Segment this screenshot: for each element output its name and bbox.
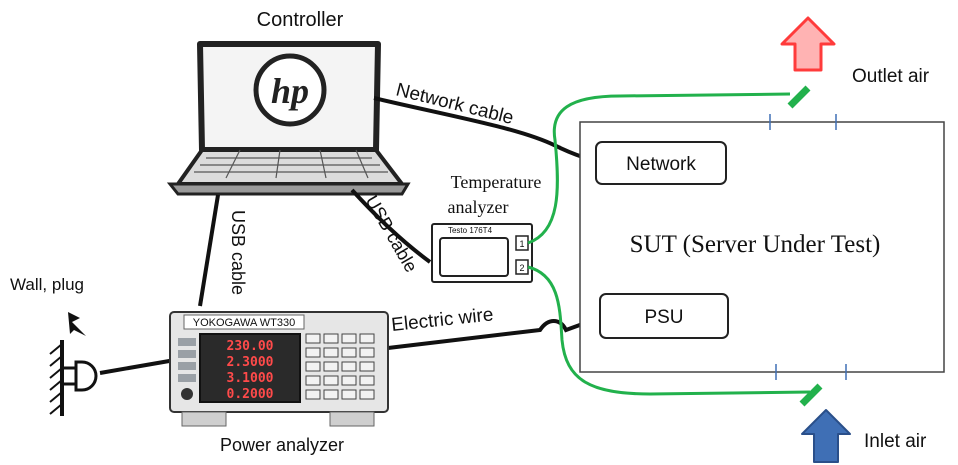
vent-marks <box>769 114 847 380</box>
inlet-arrow-icon <box>801 409 851 463</box>
network-cable-label: Network cable <box>394 79 516 129</box>
temperature-logger-model: Testo 176T4 <box>448 226 493 235</box>
network-cable <box>373 96 593 162</box>
probe-port-2-label: 2 <box>519 263 524 273</box>
outlet-sensor <box>787 85 811 109</box>
reading-4: 0.2000 <box>227 387 274 402</box>
hp-logo-text: hp <box>271 71 309 111</box>
reading-2: 2.3000 <box>227 355 274 370</box>
sut-title: SUT (Server Under Test) <box>630 231 881 258</box>
temperature-analyzer-label-1: Temperature <box>451 172 542 192</box>
inlet-probe-wire <box>527 265 811 396</box>
inlet-sensor <box>799 383 823 407</box>
laptop-keyboard <box>174 148 407 186</box>
wall-plug-label: Wall, plug <box>10 275 84 294</box>
lightning-icon <box>68 312 86 336</box>
power-knob <box>181 388 193 400</box>
controller-label: Controller <box>257 9 344 31</box>
reading-1: 230.00 <box>227 339 274 354</box>
left-buttons <box>178 338 196 382</box>
temperature-logger-screen <box>439 237 509 277</box>
wall-hatch <box>49 343 63 415</box>
psu-box-label: PSU <box>644 307 683 328</box>
reading-3: 3.1000 <box>227 371 274 386</box>
electric-wire <box>387 319 589 350</box>
power-analyzer-label: Power analyzer <box>220 435 344 455</box>
usb-cable-right <box>350 188 432 264</box>
plug-wire <box>99 358 176 375</box>
outlet-air-label: Outlet air <box>852 66 930 87</box>
usb-cable-right-label: USB cable <box>362 192 422 276</box>
controller-laptop: Controller hp <box>166 9 411 196</box>
network-box-label: Network <box>626 154 696 175</box>
outlet-arrow-icon <box>780 16 836 72</box>
sut-server: Network SUT (Server Under Test) PSU <box>579 114 945 380</box>
usb-cable-left <box>198 194 220 307</box>
probe-port-1-label: 1 <box>519 239 524 249</box>
usb-cable-left-label: USB cable <box>228 210 248 295</box>
inlet-air-label: Inlet air <box>864 431 927 452</box>
keyboard-keys <box>194 149 388 179</box>
outlet-probe-wire <box>527 92 791 245</box>
network-box <box>595 141 727 185</box>
temperature-analyzer-label-2: analyzer <box>448 197 509 217</box>
power-display <box>199 333 301 403</box>
power-analyzer-brand: YOKOGAWA WT330 <box>193 317 296 329</box>
hp-logo-icon <box>253 53 327 127</box>
keypad <box>305 333 375 400</box>
foot-left <box>181 411 227 427</box>
black-cables <box>99 96 593 375</box>
wall-plug: Wall, plug <box>10 275 98 416</box>
power-analyzer: YOKOGAWA WT330 230.00 2.3000 3.1000 0.20… <box>169 311 389 455</box>
psu-box <box>599 293 729 339</box>
temperature-analyzer: Temperature analyzer Testo 176T4 1 2 <box>431 172 542 283</box>
foot-right <box>329 411 375 427</box>
laptop-base-edge <box>166 182 411 196</box>
electric-wire-label: Electric wire <box>390 304 494 336</box>
probe-wires <box>527 92 811 396</box>
plug-icon <box>74 360 98 392</box>
